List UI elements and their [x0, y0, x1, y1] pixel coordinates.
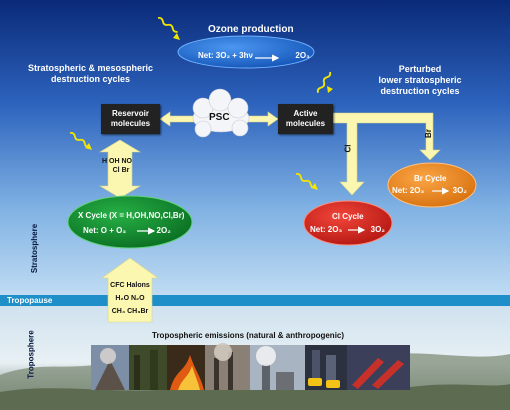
br-product: 3O₂ — [452, 186, 467, 195]
tropopause-band — [0, 295, 510, 306]
stratosphere-label: Stratosphere — [30, 223, 40, 274]
reservoir-line1: Reservoir — [112, 109, 149, 118]
perturbed-title-line2: lower stratospheric — [378, 75, 462, 85]
cl-arrow-label: Cl — [343, 144, 353, 153]
troposphere-label: Troposphere — [26, 330, 36, 379]
reservoir-species-label: H OH NO Cl Br — [102, 157, 132, 175]
species-line1: H OH NO — [102, 158, 132, 165]
x-product: 2O₂ — [156, 226, 171, 235]
species-line2: Cl Br — [112, 167, 130, 174]
x-net-label: Net: — [83, 226, 99, 235]
strat-meso-title: Stratospheric & mesospheric destruction … — [28, 63, 153, 85]
source-gases-line1: CFC Halons — [110, 282, 150, 289]
cl-product: 3O₂ — [370, 225, 385, 234]
cl-reactant: 2O₃ — [327, 225, 343, 234]
photon-arrows — [69, 16, 332, 189]
br-net-label: Net: — [392, 186, 408, 195]
emissions-photo-strip — [91, 343, 410, 390]
x-cycle-title: X Cycle (X = H,OH,NO,Cl,Br) — [78, 211, 185, 220]
cl-net-label: Net: — [310, 225, 326, 234]
br-cycle-equation: Net: 2O₃ 3O₂ — [392, 186, 467, 195]
source-gases-line3: CH₄ CH₃Br — [111, 308, 149, 315]
br-reactant: 2O₃ — [409, 186, 425, 195]
source-gases-line2: H₂O N₂O — [115, 295, 145, 302]
ozone-production-equation: Net: 3O₂ + 3hν 2O₃ — [198, 51, 310, 60]
cl-cycle-title: Cl Cycle — [332, 212, 364, 221]
tropopause-label: Tropopause — [7, 296, 53, 305]
psc-cloud — [192, 88, 250, 138]
ozone-net-label: Net: — [198, 51, 214, 60]
perturbed-title: Perturbed lower stratospheric destructio… — [374, 64, 466, 97]
tropospheric-emissions-title: Tropospheric emissions (natural & anthro… — [152, 331, 345, 340]
x-cycle-equation: Net: O + O₃ 2O₂ — [83, 226, 171, 235]
perturbed-title-line3: destruction cycles — [380, 86, 460, 96]
perturbed-title-line1: Perturbed — [398, 64, 442, 74]
psc-label: PSC — [209, 112, 230, 123]
ozone-product: 2O₃ — [295, 51, 310, 60]
ozone-reactants: 3O₂ + 3hν — [215, 51, 253, 60]
ozone-production-title: Ozone production — [208, 24, 294, 35]
strat-meso-title-line1: Stratospheric & mesospheric — [28, 63, 154, 73]
x-reactants: O + O₃ — [100, 226, 127, 235]
active-line2: molecules — [285, 119, 326, 128]
cl-cycle-equation: Net: 2O₃ 3O₂ — [310, 225, 385, 234]
active-line1: Active — [293, 109, 318, 118]
source-gases-label: CFC Halons H₂O N₂O CH₄ CH₃Br — [108, 279, 152, 318]
br-cycle-title: Br Cycle — [414, 174, 447, 183]
strat-meso-title-line2: destruction cycles — [51, 74, 131, 84]
reservoir-line2: molecules — [110, 119, 151, 128]
br-arrow-label: Br — [423, 129, 433, 138]
